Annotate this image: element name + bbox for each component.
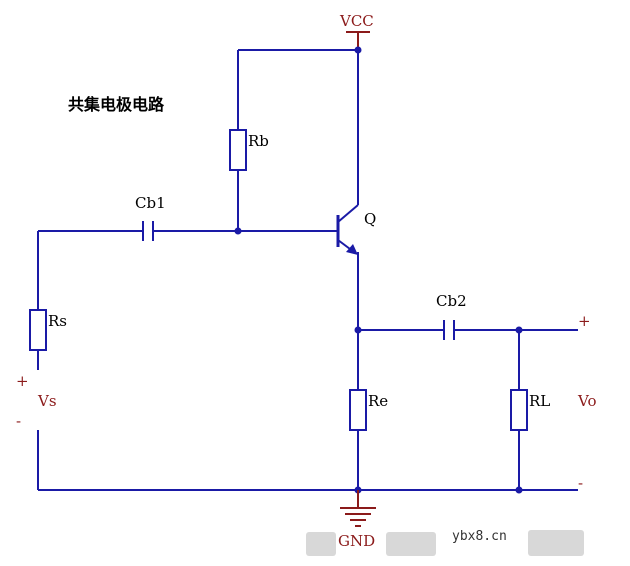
cb2-label: Cb2: [436, 292, 467, 310]
ground-symbol: [340, 490, 376, 527]
capacitor-cb2: [443, 320, 455, 340]
resistor-re: [349, 389, 367, 431]
re-label: Re: [368, 392, 388, 410]
resistor-rs: [29, 309, 47, 351]
rl-label: RL: [529, 392, 550, 410]
rb-label: Rb: [248, 132, 269, 150]
vs-plus-label: +: [16, 372, 29, 390]
watermark-text: ybx8.cn: [452, 529, 507, 544]
vo-plus-label: +: [578, 312, 591, 330]
q-label: Q: [364, 210, 376, 228]
resistor-rb: [229, 129, 247, 171]
junction-ground-rl: [515, 486, 523, 494]
capacitor-cb1: [142, 221, 154, 241]
vcc-label: VCC: [339, 12, 374, 30]
vs-label: Vs: [37, 392, 57, 410]
vo-minus-label: -: [578, 474, 583, 492]
junction-base: [234, 227, 242, 235]
vo-label: Vo: [577, 392, 597, 410]
resistor-rl: [510, 389, 528, 431]
rs-label: Rs: [48, 312, 67, 330]
gnd-label: GND: [338, 532, 375, 550]
wire-top-rail: [237, 49, 359, 200]
junction-vcc: [354, 46, 362, 54]
vs-minus-label: -: [16, 412, 21, 430]
watermark-blur: [306, 530, 584, 556]
cb1-label: Cb1: [135, 194, 166, 212]
transistor-q: [336, 200, 359, 255]
diagram-title: 共集电极电路: [68, 95, 165, 114]
